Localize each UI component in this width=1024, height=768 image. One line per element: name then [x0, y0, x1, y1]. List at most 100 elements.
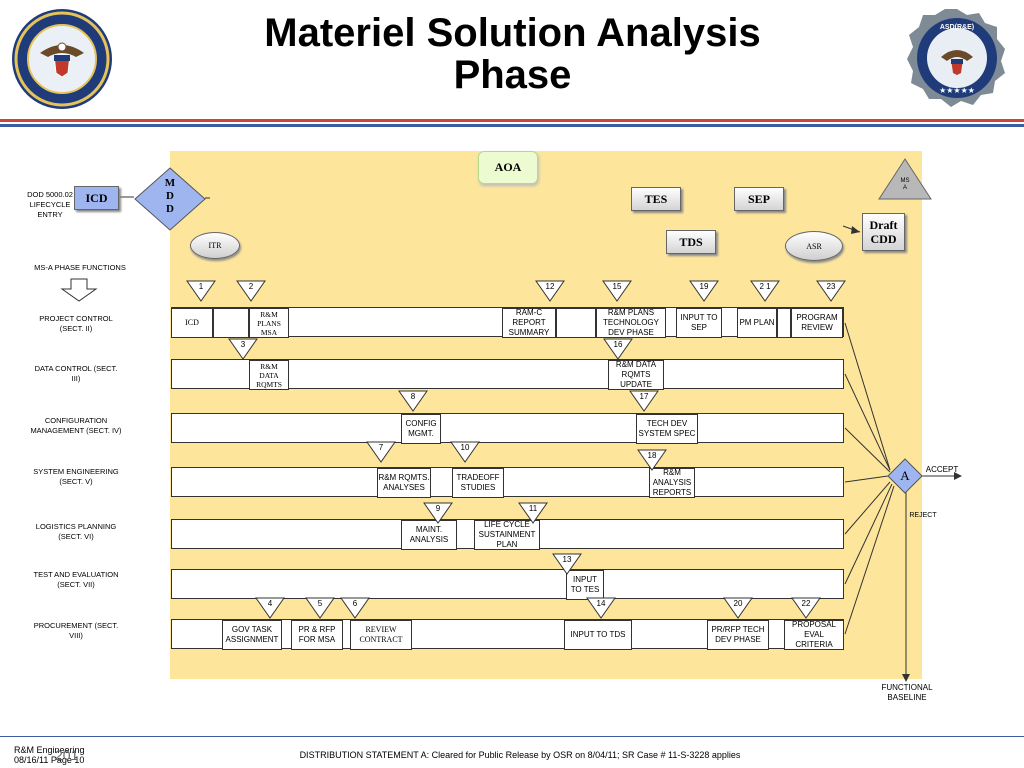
mdd-letter-2: D [166, 190, 174, 202]
task-pr-rfp-msa[interactable]: PR & RFP FOR MSA [291, 620, 343, 650]
step-marker: 9 [423, 502, 453, 524]
task-life-cycle-sustainment-plan[interactable]: LIFE CYCLE SUSTAINMENT PLAN [474, 520, 540, 550]
page-title: Materiel Solution Analysis Phase [190, 12, 835, 96]
task-tech-dev-system-spec[interactable]: TECH DEV SYSTEM SPEC [636, 414, 698, 444]
ms-a-line-1: MS [900, 178, 910, 184]
step-marker: 8 [398, 390, 428, 412]
sep-button[interactable]: SEP [734, 187, 784, 211]
task-spacer-1 [213, 308, 249, 338]
task-spacer-3 [777, 308, 791, 338]
draft-cdd-button[interactable]: Draft CDD [862, 213, 905, 251]
task-ramc-report[interactable]: RAM-C REPORT SUMMARY [502, 308, 556, 338]
step-marker: 4 [255, 597, 285, 619]
lane-label-system-engineering: SYSTEM ENGINEERING (SECT. V) [33, 467, 119, 486]
task-maint-analysis[interactable]: MAINT. ANALYSIS [401, 520, 457, 550]
lane-label-test-evaluation: TEST AND EVALUATION (SECT. VII) [33, 570, 119, 589]
seal-text: ASD(R&E) [940, 24, 974, 31]
lane-label-logistics-planning: LOGISTICS PLANNING (SECT. VI) [35, 522, 117, 541]
footer-rule [0, 736, 1024, 737]
step-marker: 10 [450, 441, 480, 463]
step-marker: 16 [603, 338, 633, 360]
step-marker: 1 [186, 280, 216, 302]
decision-diamond-icon [887, 458, 923, 494]
task-gov-task-assignment[interactable]: GOV TASK ASSIGNMENT [222, 620, 282, 650]
lane-label-procurement: PROCUREMENT (SECT. VIII) [33, 621, 119, 640]
step-marker: 2 1 [750, 280, 780, 302]
functional-baseline-label: FUNCTIONAL BASELINE [881, 683, 933, 702]
task-input-to-tes[interactable]: INPUT TO TES [566, 570, 604, 600]
mdd-milestone[interactable]: M D D [134, 167, 206, 231]
accept-label: ACCEPT [925, 465, 959, 474]
step-marker: 6 [340, 597, 370, 619]
task-rm-analysis-reports[interactable]: R&M ANALYSIS REPORTS [649, 468, 695, 498]
ms-a-line-2: A [902, 185, 907, 191]
distribution-statement: DISTRIBUTION STATEMENT A: Cleared for Pu… [299, 750, 741, 760]
step-marker: 5 [305, 597, 335, 619]
lane-system-engineering [171, 467, 844, 497]
step-marker: 7 [366, 441, 396, 463]
task-input-to-tds[interactable]: INPUT TO TDS [564, 620, 632, 650]
step-marker: 19 [689, 280, 719, 302]
footer-left: R&M Engineering 08/16/11 Page 10 [14, 745, 134, 765]
title-line-1: Materiel Solution Analysis [264, 11, 761, 55]
step-marker: 12 [535, 280, 565, 302]
aoa-box[interactable]: AOA [478, 151, 538, 184]
mdd-letter-3: D [166, 203, 174, 215]
task-input-to-sep[interactable]: INPUT TO SEP [676, 308, 722, 338]
ms-a-milestone[interactable]: MS A [878, 158, 932, 200]
asd-re-seal-icon: ASD(R&E) ★★★★★ [907, 9, 1005, 107]
lane-test-evaluation [171, 569, 844, 599]
task-tradeoff-studies[interactable]: TRADEOFF STUDIES [452, 468, 504, 498]
header-rule-blue [0, 124, 1024, 127]
department-of-defense-seal-icon [12, 9, 112, 109]
step-marker: 11 [518, 502, 548, 524]
draft-cdd-line-2: CDD [870, 232, 897, 246]
task-icd[interactable]: ICD [171, 308, 213, 338]
tds-button[interactable]: TDS [666, 230, 716, 254]
mdd-letter-1: M [164, 177, 176, 189]
title-line-2: Phase [453, 53, 572, 97]
step-marker: 3 [228, 338, 258, 360]
step-marker: 20 [723, 597, 753, 619]
task-pr-rfp-tech-dev[interactable]: PR/RFP TECH DEV PHASE [707, 620, 769, 650]
footer-line-2: 08/16/11 Page 10 [14, 755, 85, 765]
lane-label-data-control: DATA CONTROL (SECT. III) [34, 364, 118, 383]
step-marker: 23 [816, 280, 846, 302]
lane-label-configuration-management: CONFIGURATION MANAGEMENT (SECT. IV) [30, 416, 122, 435]
task-config-mgmt[interactable]: CONFIG MGMT. [401, 414, 441, 444]
reject-label: REJECT [909, 512, 937, 519]
svg-text:★★★★★: ★★★★★ [939, 86, 975, 95]
decision-a-label: A [900, 468, 910, 483]
ms-a-triangle-icon [878, 158, 932, 200]
slide-number: 201 [55, 747, 79, 763]
task-rm-rqmts-analyses[interactable]: R&M RQMTS. ANALYSES [377, 468, 431, 498]
step-marker: 2 [236, 280, 266, 302]
task-pm-plan[interactable]: PM PLAN [737, 308, 777, 338]
draft-cdd-line-1: Draft [869, 218, 898, 232]
task-rm-plans-technology[interactable]: R&M PLANS TECHNOLOGY DEV PHASE [596, 308, 666, 338]
task-proposal-eval-criteria[interactable]: PROPOSAL EVAL CRITERIA [784, 620, 844, 650]
task-review-contract[interactable]: REVIEW CONTRACT [350, 620, 412, 650]
lane-label-project-control: PROJECT CONTROL (SECT. II) [39, 314, 113, 333]
step-marker: 18 [637, 449, 667, 471]
dod-entry-label: DOD 5000.02 LIFECYCLE ENTRY [27, 190, 73, 219]
step-marker: 17 [629, 390, 659, 412]
itr-milestone[interactable]: ITR [190, 232, 240, 259]
phase-functions-label: MS-A PHASE FUNCTIONS [34, 263, 126, 272]
header-rule-red [0, 119, 1024, 122]
icd-milestone-button[interactable]: ICD [74, 186, 119, 210]
step-marker: 14 [586, 597, 616, 619]
tes-button[interactable]: TES [631, 187, 681, 211]
task-rm-data-rqmts-update[interactable]: R&M DATA RQMTS UPDATE [608, 360, 664, 390]
lane-configuration-management [171, 413, 844, 443]
mdd-diamond-icon [134, 167, 206, 231]
footer-line-1: R&M Engineering [14, 745, 85, 755]
task-program-review[interactable]: PROGRAM REVIEW [791, 308, 843, 338]
task-spacer-2 [556, 308, 596, 338]
decision-a[interactable]: A [887, 458, 923, 494]
step-marker: 15 [602, 280, 632, 302]
step-marker: 22 [791, 597, 821, 619]
task-rm-plans-msa[interactable]: R&M PLANS MSA [249, 308, 289, 338]
task-rm-data-rqmts[interactable]: R&M DATA RQMTS [249, 360, 289, 390]
asr-milestone[interactable]: ASR [785, 231, 843, 261]
